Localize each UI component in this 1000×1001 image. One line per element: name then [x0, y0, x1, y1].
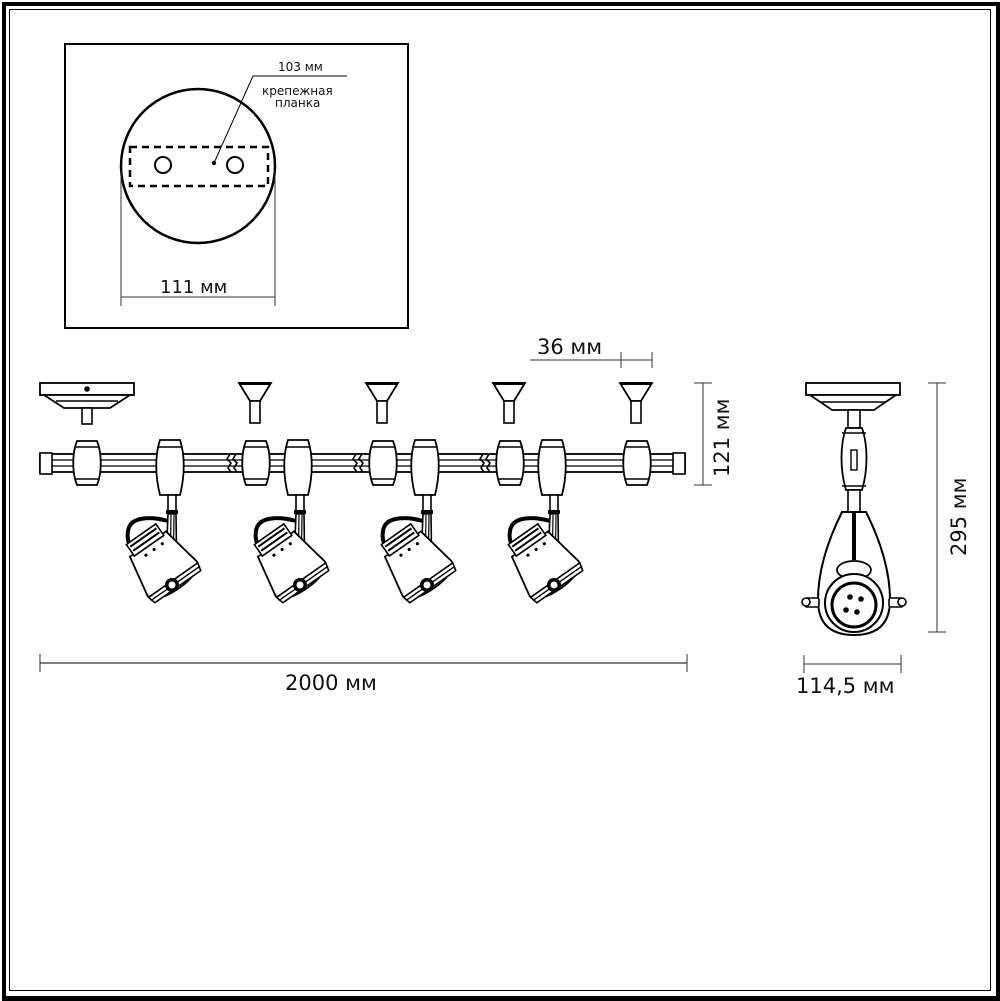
plate-name-line2: планка	[275, 96, 320, 110]
front-view: 36 мм 121 мм 2000 мм	[39, 335, 734, 695]
canopy	[39, 382, 135, 425]
spotlight-3	[369, 493, 461, 608]
leader-line	[213, 75, 254, 164]
bar-clamp-2	[368, 440, 398, 486]
base-circle	[119, 87, 277, 245]
spot-clamps	[155, 439, 567, 496]
side-width-label: 114,5 мм	[796, 674, 894, 698]
bar-clamp-1	[241, 440, 271, 486]
screw-hole-right	[226, 156, 244, 174]
base-diameter-label: 111 мм	[160, 277, 227, 298]
side-view: 295 мм 114,5 мм	[796, 382, 971, 698]
bar-clamp-4	[622, 440, 652, 486]
side-stem-lower	[847, 489, 861, 513]
side-lamp-face	[830, 581, 878, 629]
ceiling-cup-1	[238, 381, 272, 424]
bar-clamp-canopy	[72, 440, 102, 486]
ceiling-cup-4	[619, 381, 653, 424]
inner-frame	[9, 9, 991, 991]
spotlight-4	[496, 493, 588, 608]
total-length-label: 2000 мм	[285, 671, 377, 695]
bar-clamp-3	[495, 440, 525, 486]
screw-hole-left	[154, 156, 172, 174]
inset-base-top-view: 103 мм крепежная планка 111 мм	[64, 43, 409, 329]
ceiling-cup-3	[492, 381, 526, 424]
spotlight-1	[114, 493, 206, 608]
height-label: 121 мм	[710, 399, 734, 477]
side-height-label: 295 мм	[947, 478, 971, 556]
mounting-plate-outline	[128, 145, 270, 188]
plate-name-line1: крепежная	[262, 84, 333, 98]
track-bar	[39, 452, 686, 475]
spacing-label: 36 мм	[537, 335, 602, 359]
plate-width-label: 103 мм	[278, 60, 323, 74]
side-stem-upper	[847, 409, 861, 429]
spotlight-2	[242, 493, 334, 608]
ceiling-cup-2	[365, 381, 399, 424]
side-canopy-top	[805, 382, 901, 396]
